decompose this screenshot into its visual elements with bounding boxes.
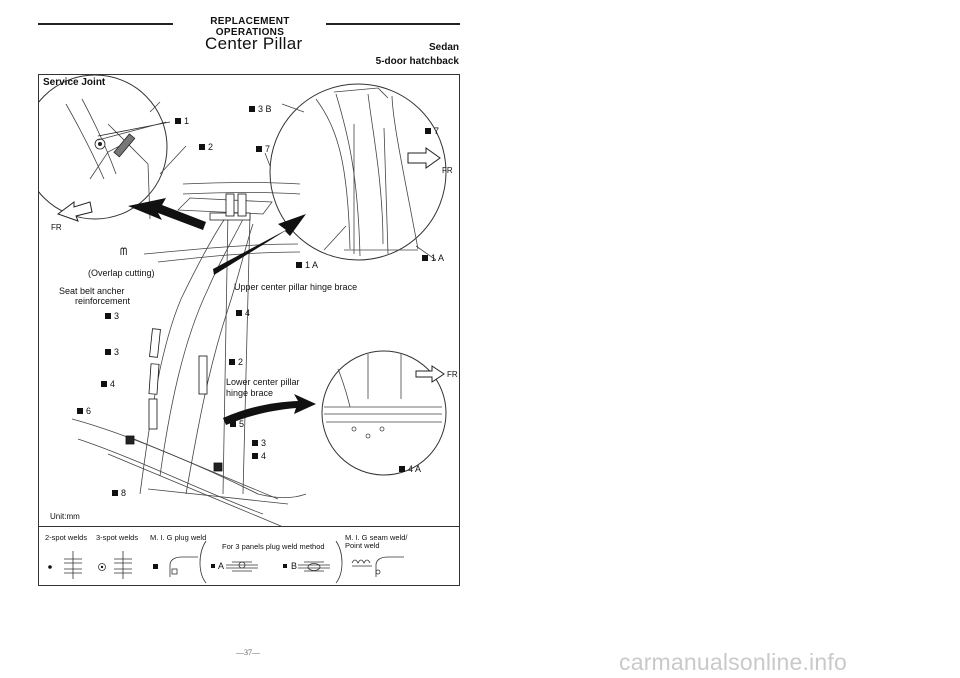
- fr-label-left: FR: [51, 223, 62, 232]
- weld-symbol-icon: [112, 490, 118, 496]
- weld-symbol-icon: [236, 310, 242, 316]
- weld-symbol-icon: [77, 408, 83, 414]
- weld-symbol-icon: [101, 381, 107, 387]
- legend-two-spot: 2-spot welds: [45, 533, 88, 542]
- label-8: 8: [112, 488, 126, 498]
- legend-three-spot: 3-spot welds: [96, 533, 139, 542]
- fr-label-top-right: FR: [442, 166, 453, 175]
- weld-symbol-icon: [256, 146, 262, 152]
- label-overlap-cutting: (Overlap cutting): [88, 268, 155, 278]
- header-rule-right: [326, 23, 460, 25]
- weld-symbol-icon: [296, 262, 302, 268]
- label-5: 5: [230, 419, 244, 429]
- legend-divider: [38, 526, 460, 527]
- weld-symbol-icon: [422, 255, 428, 261]
- legend-mig-plug: M. I. G plug weld: [150, 533, 207, 542]
- label-3-a: 3: [105, 311, 119, 321]
- pillar-illustration: [38, 74, 447, 526]
- label-7-right: 7: [425, 126, 439, 136]
- label-3b: 3 B: [249, 104, 272, 114]
- page-number: —37—: [236, 648, 260, 657]
- weld-symbol-icon: [252, 440, 258, 446]
- legend-three-panels: For 3 panels plug weld method: [222, 542, 325, 551]
- label-lower-brace-1: Lower center pillar: [226, 377, 300, 387]
- label-2-b: 2: [229, 357, 243, 367]
- weld-symbol-icon: [229, 359, 235, 365]
- legend-symbols: [48, 540, 404, 584]
- header-rule-left: [38, 23, 173, 25]
- label-4a: 4 A: [399, 464, 421, 474]
- figure-box-title: Service Joint: [43, 77, 106, 88]
- weld-symbol-icon: [399, 466, 405, 472]
- legend-label-b: B: [291, 561, 298, 571]
- overlap-symbol: ᗰ: [120, 247, 128, 258]
- label-4-c: 4: [252, 451, 266, 461]
- label-3-b: 3: [105, 347, 119, 357]
- label-3-c: 3: [252, 438, 266, 448]
- weld-symbol-icon: [425, 128, 431, 134]
- legend-mig-seam-1: M. I. G seam weld/: [345, 533, 408, 542]
- label-seatbelt-2: reinforcement: [75, 296, 131, 306]
- label-7-center: 7: [256, 144, 270, 154]
- label-1a-left: 1 A: [296, 260, 318, 270]
- weld-symbol-icon: [252, 453, 258, 459]
- legend-label-a: A: [218, 561, 225, 571]
- weld-symbol-icon: [105, 349, 111, 355]
- watermark: carmanualsonline.info: [619, 649, 847, 675]
- variant-hatchback: 5-door hatchback: [375, 56, 459, 67]
- legend-mig-seam-2: Point weld: [345, 541, 380, 550]
- weld-symbol-icon: [175, 118, 181, 124]
- label-lower-brace-2: hinge brace: [226, 388, 274, 398]
- label-seatbelt-1: Seat belt ancher: [59, 286, 125, 296]
- fr-label-bottom-right: FR: [447, 370, 458, 379]
- label-2: 2: [199, 142, 213, 152]
- weld-symbol-icon: [199, 144, 205, 150]
- section-heading: REPLACEMENT OPERATIONS: [210, 16, 290, 38]
- label-4-a: 4: [236, 308, 250, 318]
- label-1: 1: [175, 116, 189, 126]
- unit-label: Unit:mm: [50, 512, 80, 521]
- weld-symbol-icon: [230, 421, 236, 427]
- label-6: 6: [77, 406, 91, 416]
- label-4-b: 4: [101, 379, 115, 389]
- label-1a-right: 1 A: [422, 253, 444, 263]
- variant-sedan: Sedan: [428, 42, 459, 53]
- label-upper-brace: Upper center pillar hinge brace: [234, 282, 358, 292]
- figure-frame: [38, 74, 460, 586]
- weld-symbol-icon: [249, 106, 255, 112]
- weld-symbol-icon: [105, 313, 111, 319]
- page-title: Center Pillar: [205, 34, 303, 53]
